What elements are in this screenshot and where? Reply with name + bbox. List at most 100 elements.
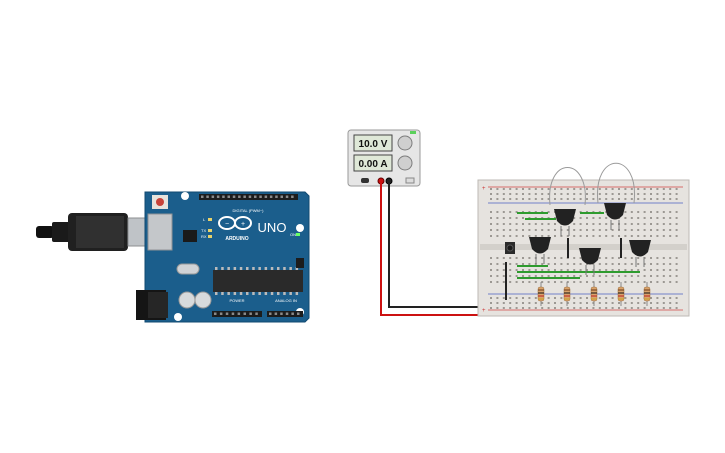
breadboard-hole bbox=[637, 297, 640, 299]
arduino-board[interactable]: − + ARDUINO UNO DIGITAL (PWM~) POWER ANA… bbox=[136, 191, 310, 323]
wire-loop-2[interactable] bbox=[597, 162, 635, 204]
breadboard-hole bbox=[669, 302, 672, 304]
mount-hole-3 bbox=[174, 313, 182, 321]
voltage-knob[interactable] bbox=[397, 135, 413, 151]
power-header[interactable] bbox=[212, 311, 262, 317]
breadboard-hole bbox=[656, 217, 659, 219]
green-jumpers[interactable] bbox=[517, 212, 640, 279]
resistor-2[interactable] bbox=[563, 282, 571, 306]
breadboard-hole bbox=[656, 193, 659, 195]
breadboard-hole bbox=[547, 302, 550, 304]
power-supply[interactable]: 10.0 V 0.00 A bbox=[347, 129, 421, 187]
leds[interactable] bbox=[529, 203, 651, 275]
breadboard-hole bbox=[502, 198, 505, 200]
breadboard-hole bbox=[669, 275, 672, 277]
breadboard-hole bbox=[490, 281, 492, 283]
breadboard-hole bbox=[560, 281, 563, 283]
resistor-3[interactable] bbox=[590, 282, 598, 306]
header-pin bbox=[274, 312, 278, 315]
breadboard-hole bbox=[534, 198, 537, 200]
breadboard-hole bbox=[656, 235, 659, 237]
red-wire[interactable] bbox=[380, 181, 488, 316]
breadboard-hole bbox=[624, 223, 627, 225]
header-pin bbox=[201, 195, 204, 198]
supply-wires[interactable] bbox=[380, 181, 488, 316]
analog-header[interactable] bbox=[267, 311, 303, 317]
breadboard-hole bbox=[675, 307, 678, 309]
breadboard-hole bbox=[675, 275, 678, 277]
breadboard-hole bbox=[650, 229, 652, 231]
led-4[interactable] bbox=[604, 203, 626, 230]
header-pin bbox=[280, 312, 283, 315]
black-jumpers[interactable] bbox=[505, 238, 622, 300]
resistor-1[interactable] bbox=[537, 282, 545, 306]
push-button[interactable] bbox=[505, 242, 515, 254]
breadboard-hole bbox=[662, 229, 665, 231]
resistors[interactable] bbox=[537, 282, 651, 306]
led-2[interactable] bbox=[554, 209, 576, 236]
breadboard-hole bbox=[579, 223, 582, 225]
breadboard-hole bbox=[490, 198, 492, 200]
breadboard-hole bbox=[566, 269, 569, 271]
resistor-4[interactable] bbox=[617, 282, 625, 306]
breadboard-hole bbox=[490, 188, 492, 190]
black-wire[interactable] bbox=[388, 181, 488, 308]
breadboard-hole bbox=[624, 263, 627, 265]
breadboard-hole bbox=[509, 275, 512, 277]
current-knob[interactable] bbox=[397, 155, 413, 171]
breadboard-hole bbox=[605, 193, 608, 195]
breadboard-hole bbox=[509, 217, 512, 219]
breadboard-hole bbox=[656, 198, 659, 200]
breadboard-hole bbox=[547, 269, 550, 271]
breadboard-hole bbox=[547, 193, 550, 195]
breadboard-hole bbox=[675, 198, 678, 200]
breadboard-hole bbox=[554, 223, 556, 225]
breadboard-hole bbox=[650, 223, 652, 225]
breadboard-hole bbox=[541, 275, 544, 277]
breadboard-hole bbox=[554, 297, 556, 299]
header-pin bbox=[237, 312, 241, 315]
breadboard-hole bbox=[534, 193, 537, 195]
breadboard-hole bbox=[605, 217, 608, 219]
breadboard-hole bbox=[522, 257, 524, 259]
breadboard-hole bbox=[656, 269, 659, 271]
output-button[interactable] bbox=[405, 177, 415, 184]
breadboard-hole bbox=[502, 302, 505, 304]
breadboard-hole bbox=[643, 188, 646, 190]
breadboard-hole bbox=[605, 198, 608, 200]
led-5[interactable] bbox=[629, 240, 651, 267]
breadboard-hole bbox=[605, 211, 608, 213]
breadboard-hole bbox=[630, 307, 633, 309]
breadboard-hole bbox=[541, 198, 544, 200]
breadboard-hole bbox=[643, 193, 646, 195]
breadboard-hole bbox=[560, 198, 563, 200]
breadboard-hole bbox=[650, 188, 652, 190]
breadboard-hole bbox=[515, 193, 518, 195]
breadboard-hole bbox=[522, 223, 524, 225]
resistor-5[interactable] bbox=[643, 282, 651, 306]
breadboard-hole bbox=[592, 223, 595, 225]
breadboard-hole bbox=[656, 229, 659, 231]
arduino-brand-text: ARDUINO bbox=[225, 236, 248, 242]
header-pin bbox=[232, 195, 236, 198]
breadboard-hole bbox=[490, 217, 492, 219]
breadboard-hole bbox=[586, 307, 588, 309]
wire-loop-1[interactable] bbox=[549, 167, 586, 206]
wire-loops[interactable] bbox=[549, 162, 635, 206]
breadboard-hole bbox=[579, 188, 582, 190]
reset-button-cap[interactable] bbox=[156, 198, 164, 206]
push-button-cap[interactable] bbox=[506, 244, 514, 252]
breadboard-hole bbox=[637, 211, 640, 213]
breadboard-hole bbox=[573, 217, 576, 219]
breadboard-hole bbox=[630, 257, 633, 259]
breadboard-hole bbox=[675, 188, 678, 190]
crystal bbox=[176, 263, 200, 275]
led-1[interactable] bbox=[529, 237, 551, 264]
led-3[interactable] bbox=[579, 248, 601, 275]
breadboard-hole bbox=[611, 235, 614, 237]
power-switch[interactable] bbox=[361, 178, 369, 183]
digital-header[interactable] bbox=[199, 194, 298, 200]
breadboard-hole bbox=[643, 281, 646, 283]
breadboard-hole bbox=[630, 263, 633, 265]
